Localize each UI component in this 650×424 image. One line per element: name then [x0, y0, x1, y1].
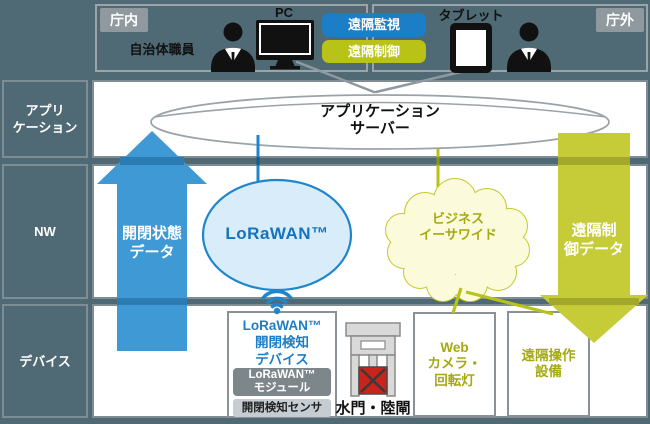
cloud-label-line2: イーサワイド — [419, 227, 497, 242]
equip-line1: 遠隔操作 — [521, 347, 576, 363]
pc-label: PC — [274, 5, 294, 20]
inside-office-tag: 庁内 — [100, 8, 148, 32]
webcam-line2: カメラ・ — [427, 356, 482, 372]
lorawan-module-box: LoRaWAN™ モジュール — [233, 368, 331, 396]
down-arrow-line1: 遠隔制 — [571, 222, 617, 239]
sidebar-label-device: デバイス — [2, 304, 88, 418]
water-gate-label: 水門・陸閘 — [335, 400, 411, 417]
cloud-to-device-lines — [451, 287, 554, 316]
outside-office-tag: 庁外 — [596, 8, 644, 32]
tablet-label: タブレット — [438, 8, 504, 23]
remote-control-data-arrow — [540, 133, 648, 343]
up-arrow-line1: 開閉状態 — [121, 225, 182, 242]
lorawan-label: LoRaWAN™ — [225, 224, 329, 243]
sidebar-label-application: アプリ ケーション — [2, 80, 88, 158]
sidebar-label-nw: NW — [2, 164, 88, 299]
server-label-line2: サーバー — [350, 120, 410, 137]
client-to-server-lines — [295, 60, 471, 94]
sidebar-application-line1: アプリ — [25, 103, 65, 118]
webcam-line3: 回転灯 — [434, 372, 475, 388]
remote-control-data-label: 遠隔制 御データ — [539, 221, 649, 259]
open-close-status-arrow — [97, 131, 207, 351]
open-close-status-label: 開閉状態 データ — [97, 224, 207, 262]
detect-title-line3: デバイス — [255, 352, 309, 367]
sidebar-device-label: デバイス — [19, 353, 71, 369]
module-line1: LoRaWAN™ — [248, 369, 316, 381]
wifi-icon — [261, 289, 293, 315]
web-camera-box: Web カメラ・ 回転灯 — [413, 312, 496, 417]
pc-monitor-icon — [256, 20, 314, 70]
application-server-shape — [150, 94, 610, 150]
lorawan-detect-device-box: LoRaWAN™ 開閉検知 デバイス LoRaWAN™ モジュール 開閉検知セン… — [227, 311, 337, 418]
server-label-line1: アプリケーション — [320, 103, 440, 120]
legend-remote-control: 遠隔制御 — [322, 40, 426, 63]
remote-operation-equipment-box: 遠隔操作 設備 — [507, 311, 590, 417]
person-icon — [507, 22, 551, 72]
up-arrow-line2: データ — [129, 244, 175, 261]
yellow-line-divider-patch — [436, 157, 440, 165]
blue-line-divider-patch — [256, 157, 260, 165]
person-icon — [211, 22, 255, 72]
business-cloud-label: ビジネス イーサワイド — [393, 211, 523, 243]
cloud-label-line1: ビジネス — [431, 211, 484, 226]
staff-label: 自治体職員 — [129, 42, 195, 57]
module-line2: モジュール — [253, 382, 311, 394]
detect-title-line1: LoRaWAN™ — [242, 318, 322, 333]
application-server-label: アプリケーション サーバー — [255, 103, 505, 137]
business-cloud-shape — [385, 178, 530, 302]
sidebar-nw-label: NW — [34, 224, 56, 239]
sidebar-application-line2: ケーション — [12, 120, 78, 135]
tablet-icon — [450, 23, 492, 73]
webcam-line1: Web — [440, 339, 469, 355]
down-arrow-line2: 御データ — [563, 241, 624, 258]
detect-title-line2: 開閉検知 — [255, 335, 309, 350]
legend-remote-monitoring: 遠隔監視 — [322, 13, 426, 37]
open-close-sensor-box: 開閉検知センサ — [233, 399, 331, 417]
detect-device-title: LoRaWAN™ 開閉検知 デバイス — [229, 317, 335, 368]
equip-line2: 設備 — [535, 364, 562, 379]
water-gate-icon — [345, 322, 401, 397]
